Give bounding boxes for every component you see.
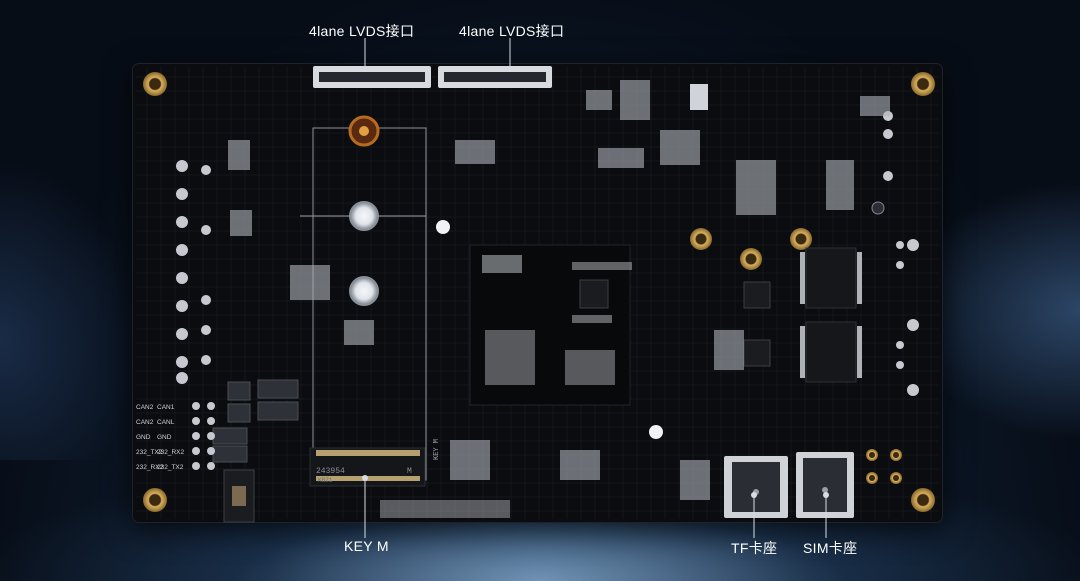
m2-connector-pins xyxy=(316,450,420,456)
tf-card-slot xyxy=(724,456,788,518)
label-pad xyxy=(690,84,708,110)
smd-components xyxy=(228,80,890,500)
phy-chip-1 xyxy=(743,281,771,309)
lvds-connectors xyxy=(313,66,552,88)
can-terminal-dots xyxy=(192,402,215,470)
silk-can-r1c1: CANL xyxy=(157,419,175,426)
callout-dot-keym xyxy=(362,475,368,481)
callout-lvds-1: 4lane LVDS接口 xyxy=(309,23,415,39)
m2-standoff xyxy=(349,201,379,231)
m2-part-number: 243954 xyxy=(316,467,345,476)
left-light xyxy=(0,160,140,460)
mounting-hole xyxy=(740,248,762,270)
lvds-connector-1-slot xyxy=(319,72,425,82)
pin-header-bottom xyxy=(380,500,510,518)
mounting-hole xyxy=(911,72,935,96)
mounting-hole xyxy=(143,72,167,96)
silk-can-r2c1: GND xyxy=(157,434,172,441)
mounting-holes xyxy=(143,72,935,512)
sim-card-slot xyxy=(796,452,854,518)
callout-sim-slot: SIM卡座 xyxy=(803,540,858,556)
gold-pads xyxy=(866,449,902,484)
soc-passives xyxy=(482,255,632,385)
m2-standoff xyxy=(349,276,379,306)
transformer-2 xyxy=(805,321,857,383)
phy-chip-2 xyxy=(743,339,771,367)
silk-can-r0c1: CAN1 xyxy=(157,404,175,411)
can-silkscreen: CAN2 CAN1 CAN2 CANL GND GND 232_TX2 232_… xyxy=(136,404,184,471)
screw-right xyxy=(871,201,885,215)
silk-can-r2c0: GND xyxy=(136,434,151,441)
callout-dot-sim xyxy=(823,492,829,498)
silk-can-r3c1: 232_RX2 xyxy=(157,449,184,456)
lvds-connector-2-slot xyxy=(444,72,546,82)
silk-can-r4c1: 232_TX2 xyxy=(157,464,184,471)
fiducial xyxy=(649,425,663,439)
callout-lines xyxy=(364,38,827,538)
silk-can-r1c0: CAN2 xyxy=(136,419,154,426)
m2-standoff-center xyxy=(359,126,369,136)
callout-dot-tf xyxy=(751,492,757,498)
m2-connector-pins xyxy=(316,476,420,481)
callout-tf-slot: TF卡座 xyxy=(731,540,778,556)
m2-key-letter: M xyxy=(407,467,412,476)
soc-chip xyxy=(579,279,609,309)
mounting-hole xyxy=(690,228,712,250)
inductors-left xyxy=(212,379,299,463)
m2-vertical-label: KEY M xyxy=(433,439,441,460)
fiducial xyxy=(436,220,450,234)
ethernet-transformers xyxy=(800,247,862,383)
mounting-hole xyxy=(143,488,167,512)
silk-can-r0c0: CAN2 xyxy=(136,404,154,411)
via-array-right xyxy=(883,111,919,396)
mounting-hole xyxy=(911,488,935,512)
silk-can-r3c0: 232_TX2 xyxy=(136,449,163,456)
mounting-hole xyxy=(790,228,812,250)
m2-sub-label: KBZ1 xyxy=(318,477,333,484)
audio-jack-port xyxy=(232,486,246,506)
via-array-left xyxy=(176,160,211,384)
callout-lvds-2: 4lane LVDS接口 xyxy=(459,23,565,39)
transformer-1 xyxy=(805,247,857,309)
callout-key-m: KEY M xyxy=(344,538,389,554)
silk-can-r4c0: 232_RX2 xyxy=(136,464,163,471)
